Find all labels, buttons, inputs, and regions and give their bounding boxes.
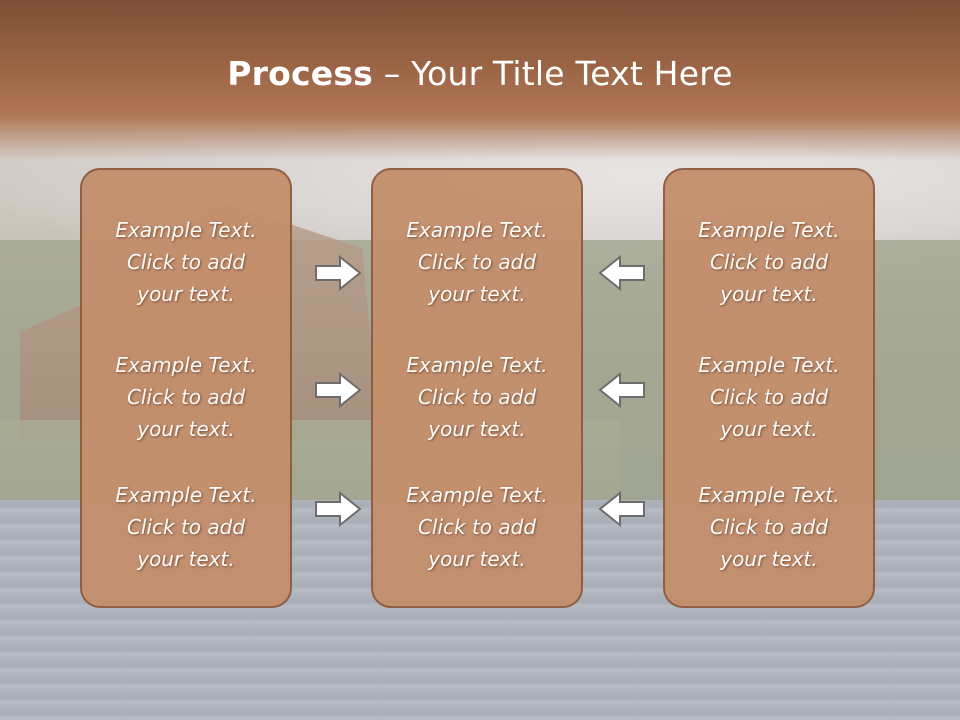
text-block[interactable]: Example Text. Click to add your text. [82, 479, 290, 575]
right-arrow-icon[interactable] [314, 255, 362, 291]
process-column-left[interactable]: Example Text. Click to add your text. Ex… [80, 168, 292, 608]
text-line: Example Text. [698, 218, 840, 242]
text-line: Click to add [709, 515, 829, 539]
text-block[interactable]: Example Text. Click to add your text. [373, 479, 581, 575]
text-line: your text. [428, 282, 526, 306]
text-block[interactable]: Example Text. Click to add your text. [665, 214, 873, 310]
text-line: Example Text. [698, 483, 840, 507]
slide-title[interactable]: Process – Your Title Text Here [0, 54, 960, 93]
process-column-middle[interactable]: Example Text. Click to add your text. Ex… [371, 168, 583, 608]
process-column-right[interactable]: Example Text. Click to add your text. Ex… [663, 168, 875, 608]
left-arrow-icon[interactable] [598, 255, 646, 291]
text-line: Click to add [417, 250, 537, 274]
text-line: your text. [720, 282, 818, 306]
text-line: Click to add [709, 385, 829, 409]
text-block[interactable]: Example Text. Click to add your text. [373, 214, 581, 310]
text-line: Example Text. [698, 353, 840, 377]
text-line: Click to add [126, 250, 246, 274]
left-arrow-icon[interactable] [598, 372, 646, 408]
right-arrow-icon[interactable] [314, 491, 362, 527]
text-block[interactable]: Example Text. Click to add your text. [82, 214, 290, 310]
left-arrow-icon[interactable] [598, 491, 646, 527]
text-line: Example Text. [115, 353, 257, 377]
right-arrow-icon[interactable] [314, 372, 362, 408]
text-block[interactable]: Example Text. Click to add your text. [373, 349, 581, 445]
text-line: Click to add [126, 515, 246, 539]
header-band [0, 0, 960, 160]
text-block[interactable]: Example Text. Click to add your text. [82, 349, 290, 445]
text-line: your text. [720, 417, 818, 441]
text-line: Click to add [126, 385, 246, 409]
text-line: Click to add [417, 515, 537, 539]
text-line: Example Text. [115, 483, 257, 507]
text-line: Example Text. [406, 353, 548, 377]
text-line: Example Text. [115, 218, 257, 242]
text-line: your text. [137, 547, 235, 571]
text-line: your text. [137, 417, 235, 441]
text-line: your text. [137, 282, 235, 306]
text-block[interactable]: Example Text. Click to add your text. [665, 479, 873, 575]
text-line: your text. [428, 547, 526, 571]
text-block[interactable]: Example Text. Click to add your text. [665, 349, 873, 445]
text-line: your text. [720, 547, 818, 571]
text-line: Click to add [417, 385, 537, 409]
text-line: Example Text. [406, 218, 548, 242]
text-line: Click to add [709, 250, 829, 274]
text-line: your text. [428, 417, 526, 441]
title-rest: – Your Title Text Here [373, 54, 733, 93]
text-line: Example Text. [406, 483, 548, 507]
title-bold: Process [227, 54, 374, 93]
